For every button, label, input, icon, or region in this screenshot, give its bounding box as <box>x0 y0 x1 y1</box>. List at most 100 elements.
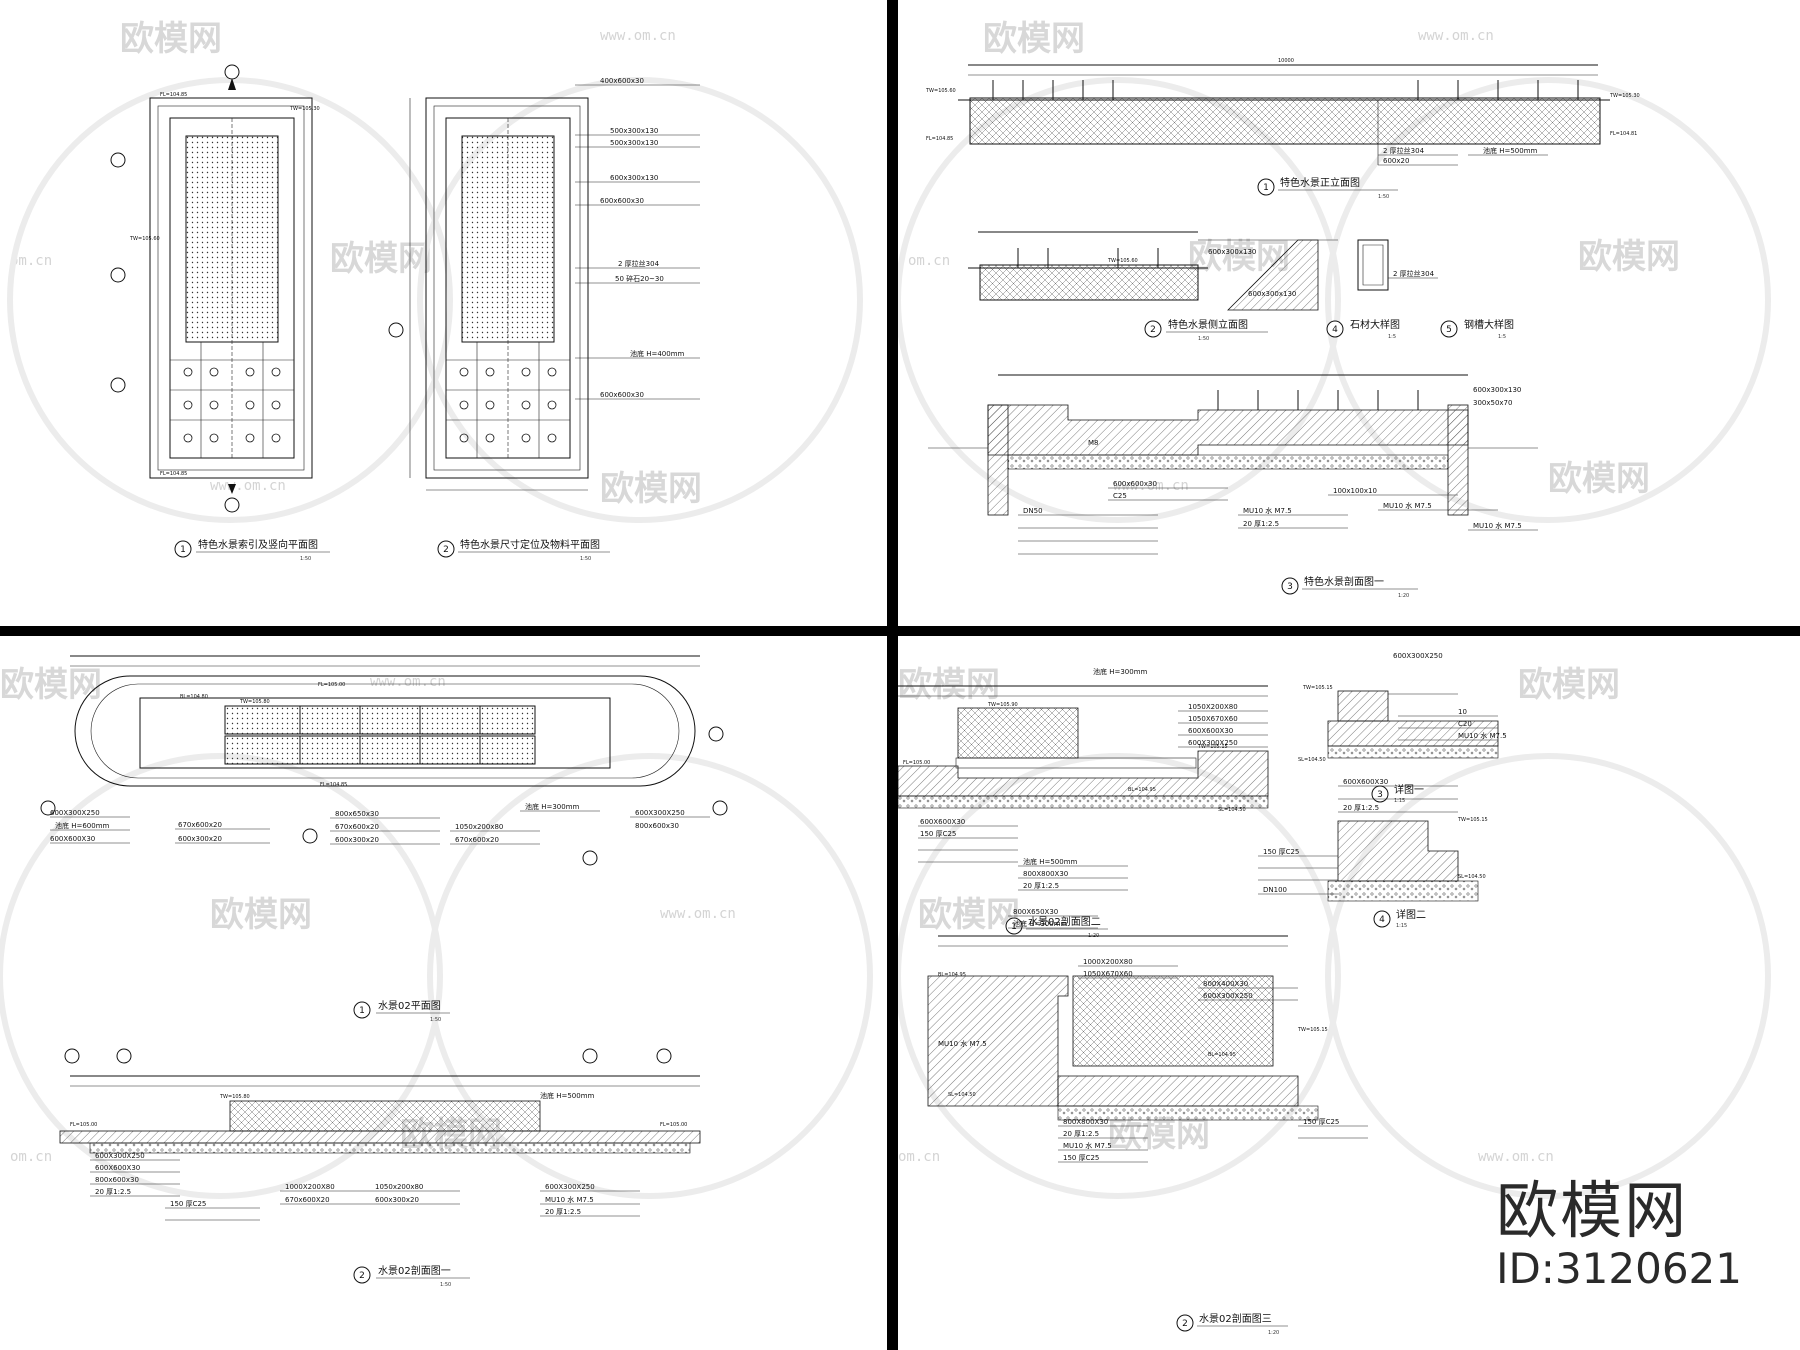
watermark-url: www.om.cn <box>210 478 286 494</box>
horizontal-divider <box>0 626 1800 636</box>
material-note: 池底 H=400mm <box>630 349 685 358</box>
section-1: M8 600x600x30 C25 MU10 水 M7.5 20 厚1:2.5 … <box>928 374 1538 599</box>
svg-text:600x300x20: 600x300x20 <box>178 835 222 843</box>
svg-text:600X300X250: 600X300X250 <box>1188 739 1238 747</box>
svg-text:1:20: 1:20 <box>1398 593 1409 599</box>
svg-text:池底 H=300mm: 池底 H=300mm <box>1093 667 1148 676</box>
svg-text:1: 1 <box>1011 922 1017 932</box>
watermark-logo: 欧模网 <box>210 895 312 935</box>
svg-text:800x600x30: 800x600x30 <box>635 822 679 830</box>
svg-text:20 厚1:2.5: 20 厚1:2.5 <box>1243 520 1279 528</box>
svg-text:5: 5 <box>1446 325 1452 335</box>
watermark-logo: 欧模网 <box>0 665 102 705</box>
watermark-url: www.om.cn <box>370 674 446 690</box>
svg-text:1050X670X60: 1050X670X60 <box>1083 970 1133 978</box>
svg-text:TW=105.15: TW=105.15 <box>1302 685 1333 691</box>
svg-text:600X300X250: 600X300X250 <box>545 1183 595 1191</box>
svg-text:1:5: 1:5 <box>1388 334 1396 340</box>
svg-text:800X650X30: 800X650X30 <box>1013 908 1058 916</box>
panel-plan-views: 欧模网 www.om.cn 欧模网 om.cn 欧模网 www.om.cn <box>0 0 887 626</box>
svg-text:水景02剖面图一: 水景02剖面图一 <box>378 1264 451 1277</box>
svg-text:150 厚C25: 150 厚C25 <box>170 1200 206 1208</box>
svg-text:2: 2 <box>1182 1319 1188 1329</box>
svg-text:特色水景正立面图: 特色水景正立面图 <box>1280 176 1360 189</box>
svg-text:MU10 水 M7.5: MU10 水 M7.5 <box>545 1195 594 1204</box>
svg-text:600X600X30: 600X600X30 <box>1343 778 1388 786</box>
svg-text:1:50: 1:50 <box>580 556 591 562</box>
plan-drawing: 欧模网 www.om.cn 欧模网 om.cn 欧模网 www.om.cn <box>7 19 863 562</box>
svg-text:1:50: 1:50 <box>430 1017 441 1023</box>
watermark-url: www.om.cn <box>1478 1149 1554 1165</box>
svg-text:MU10 水 M7.5: MU10 水 M7.5 <box>1063 1141 1112 1150</box>
svg-text:20 厚1:2.5: 20 厚1:2.5 <box>545 1208 581 1216</box>
material-note: 2 厚拉丝304 <box>618 259 660 268</box>
svg-text:FL=105.00: FL=105.00 <box>903 760 930 766</box>
svg-text:600x300x20: 600x300x20 <box>335 836 379 844</box>
svg-text:2 厚拉丝304: 2 厚拉丝304 <box>1383 146 1425 155</box>
section-1-drawing-02: TW=105.80 FL=105.00 FL=105.00 池底 H=500mm… <box>59 1048 701 1221</box>
svg-text:670x600X20: 670x600X20 <box>285 1196 330 1204</box>
drawing-title: 2 水景02剖面图一 1:50 <box>353 1264 470 1288</box>
water-feature-plan: 欧模网 www.om.cn 欧模网 www.om.cn 欧模网 om.cn FL… <box>0 655 873 1288</box>
svg-text:800X800X30: 800X800X30 <box>1063 1118 1108 1126</box>
svg-text:1:50: 1:50 <box>1198 336 1209 342</box>
svg-text:1050x200x80: 1050x200x80 <box>455 823 503 831</box>
svg-text:150 厚C25: 150 厚C25 <box>1303 1118 1339 1126</box>
svg-text:池底 H=500mm: 池底 H=500mm <box>1483 146 1538 155</box>
steel-channel-detail: 2 厚拉丝304 5 钢槽大样图 1:5 <box>1357 239 1514 340</box>
watermark-logo: 欧模网 <box>1548 459 1650 499</box>
svg-text:1:50: 1:50 <box>1378 194 1389 200</box>
front-elevation: 10000 TW=105.60 FL=104.85 TW=105.30 FL=1… <box>925 58 1640 200</box>
watermark-url: om.cn <box>908 253 950 269</box>
svg-text:20 厚1:2.5: 20 厚1:2.5 <box>1063 1130 1099 1138</box>
stone-detail: 600x300x130 600x300x130 4 石材大样图 1:5 <box>1198 239 1400 340</box>
panel-elevations-sections: 欧模网 www.om.cn 欧模网 om.cn 欧模网 欧模网 www.om.c… <box>898 0 1800 626</box>
svg-text:FL=105.00: FL=105.00 <box>660 1122 687 1128</box>
svg-text:FL=104.85: FL=104.85 <box>926 136 953 142</box>
svg-text:670x600x20: 670x600x20 <box>455 836 499 844</box>
svg-text:670x600x20: 670x600x20 <box>178 821 222 829</box>
svg-text:MU10 水 M7.5: MU10 水 M7.5 <box>938 1039 987 1048</box>
svg-text:M8: M8 <box>1088 439 1099 447</box>
plan-drawing-02: FL=105.00 TW=105.80 BL=104.80 FL=104.85 <box>40 655 728 866</box>
watermark-logo: 欧模网 <box>1518 665 1620 705</box>
svg-text:600X300X250: 600X300X250 <box>95 1152 145 1160</box>
brand-logo-text: 欧模网 <box>1496 1174 1689 1247</box>
svg-text:1050X670X60: 1050X670X60 <box>1188 715 1238 723</box>
svg-text:2: 2 <box>443 545 449 555</box>
svg-text:4: 4 <box>1379 915 1385 925</box>
svg-text:600x300x130: 600x300x130 <box>1248 290 1296 298</box>
svg-text:特色水景索引及竖向平面图: 特色水景索引及竖向平面图 <box>198 538 318 551</box>
svg-text:100x100x10: 100x100x10 <box>1333 487 1377 495</box>
svg-text:C20: C20 <box>1458 720 1472 728</box>
svg-text:BL=104.95: BL=104.95 <box>1208 1052 1236 1058</box>
svg-text:TW=105.90: TW=105.90 <box>987 702 1018 708</box>
brand-id: ID:3120621 <box>1496 1244 1742 1293</box>
material-note: 500x300x130 <box>610 127 658 135</box>
svg-text:FL=104.81: FL=104.81 <box>1610 131 1637 137</box>
svg-text:1: 1 <box>180 545 186 555</box>
svg-text:DN50: DN50 <box>1023 507 1043 515</box>
svg-text:特色水景剖面图一: 特色水景剖面图一 <box>1304 575 1384 588</box>
elevation-drawing: 欧模网 www.om.cn 欧模网 om.cn 欧模网 欧模网 www.om.c… <box>898 19 1771 599</box>
svg-text:TW=105.80: TW=105.80 <box>219 1094 250 1100</box>
watermark-logo: 欧模网 <box>600 469 702 509</box>
watermark-url: www.om.cn <box>660 906 736 922</box>
svg-text:1000X200X80: 1000X200X80 <box>1083 958 1133 966</box>
svg-text:150 厚C25: 150 厚C25 <box>920 830 956 838</box>
svg-text:C25: C25 <box>1113 492 1127 500</box>
watermark-logo: 欧模网 <box>918 895 1020 935</box>
plan-1-drawing: FL=104.85 TW=105.30 TW=105.60 FL=104.85 <box>110 64 320 513</box>
panel-water-feature-02-plan: 欧模网 www.om.cn 欧模网 www.om.cn 欧模网 om.cn FL… <box>0 636 887 1350</box>
svg-text:800x600x30: 800x600x30 <box>95 1176 139 1184</box>
svg-text:600X300X250: 600X300X250 <box>50 809 100 817</box>
svg-text:600x300x20: 600x300x20 <box>375 1196 419 1204</box>
svg-text:1000X200X80: 1000X200X80 <box>285 1183 335 1191</box>
svg-text:钢槽大样图: 钢槽大样图 <box>1464 318 1514 331</box>
watermark-url: www.om.cn <box>1113 478 1189 494</box>
watermark-circle <box>417 77 863 523</box>
svg-text:300x50x70: 300x50x70 <box>1473 399 1512 407</box>
svg-text:TW=105.60: TW=105.60 <box>1107 258 1138 264</box>
material-note: 600x600x30 <box>600 391 644 399</box>
watermark-url: om.cn <box>898 1149 940 1165</box>
